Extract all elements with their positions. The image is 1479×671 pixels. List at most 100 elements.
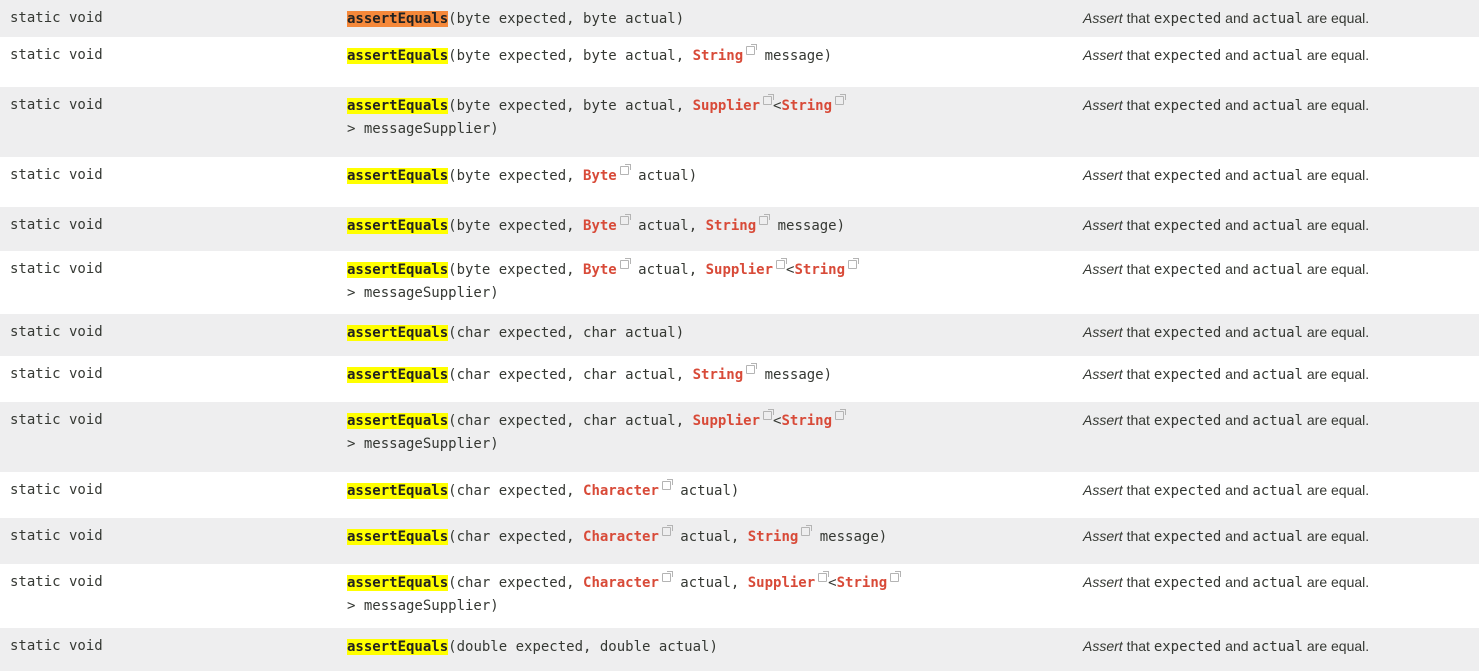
type-link-string[interactable]: String	[781, 413, 833, 429]
type-link-string[interactable]: String	[794, 262, 846, 278]
code-expected: expected	[1153, 168, 1222, 184]
type-link-string[interactable]: String	[692, 367, 744, 383]
signature-text: <	[773, 413, 782, 429]
signature-text: (byte expected,	[448, 168, 584, 184]
type-link-byte[interactable]: Byte	[583, 218, 617, 234]
method-signature: assertEquals(byte expected, byte actual,…	[347, 44, 1059, 69]
method-description: Assert that expected and actual are equa…	[1083, 323, 1473, 343]
code-actual: actual	[1252, 262, 1303, 278]
description-text: are equal.	[1302, 217, 1370, 233]
signature-text: (double expected, double actual)	[448, 639, 718, 655]
signature-text: > messageSupplier)	[347, 598, 499, 614]
method-description: Assert that expected and actual are equa…	[1083, 481, 1473, 501]
method-link-assertEquals[interactable]: assertEquals	[347, 218, 449, 234]
signature-text: actual,	[671, 575, 748, 591]
signature-text: (byte expected, byte actual,	[448, 48, 693, 64]
description-em: Assert	[1083, 97, 1123, 113]
type-link-byte[interactable]: Byte	[583, 262, 617, 278]
method-link-assertEquals[interactable]: assertEquals	[347, 575, 449, 591]
type-link-string[interactable]: String	[747, 529, 799, 545]
signature-text: > messageSupplier)	[347, 121, 499, 137]
method-signature: assertEquals(byte expected, Byte actual,…	[347, 258, 1059, 303]
code-expected: expected	[1153, 218, 1222, 234]
type-link-supplier[interactable]: Supplier	[705, 262, 774, 278]
method-link-assertEquals[interactable]: assertEquals	[347, 168, 449, 184]
method-link-assertEquals[interactable]: assertEquals	[347, 529, 449, 545]
external-link-icon	[801, 525, 813, 536]
method-description: Assert that expected and actual are equa…	[1083, 96, 1473, 116]
description-text: are equal.	[1302, 638, 1370, 654]
method-link-assertEquals[interactable]: assertEquals	[347, 98, 449, 114]
code-actual: actual	[1252, 483, 1303, 499]
method-link-assertEquals[interactable]: assertEquals	[347, 413, 449, 429]
type-link-string[interactable]: String	[705, 218, 757, 234]
method-link-assertEquals[interactable]: assertEquals	[347, 325, 449, 341]
method-signature: assertEquals(byte expected, Byte actual)	[347, 164, 1059, 189]
external-link-icon	[890, 571, 902, 582]
external-link-icon	[661, 571, 673, 582]
signature-text: (byte expected, byte actual)	[448, 11, 685, 27]
method-link-assertEquals[interactable]: assertEquals	[347, 367, 449, 383]
description-text: that	[1122, 482, 1154, 498]
type-link-supplier[interactable]: Supplier	[692, 98, 761, 114]
code-expected: expected	[1153, 639, 1222, 655]
method-link-assertEquals[interactable]: assertEquals	[347, 639, 449, 655]
description-em: Assert	[1083, 366, 1123, 382]
description-text: and	[1221, 167, 1253, 183]
external-link-icon	[661, 525, 673, 536]
signature-text: actual,	[629, 262, 706, 278]
method-signature: assertEquals(byte expected, Byte actual,…	[347, 214, 1059, 239]
type-link-character[interactable]: Character	[583, 483, 659, 499]
modifier-type: static void	[10, 217, 103, 233]
description-em: Assert	[1083, 528, 1123, 544]
description-text: that	[1122, 217, 1154, 233]
signature-text: (byte expected,	[448, 262, 584, 278]
method-link-assertEquals[interactable]: assertEquals	[347, 11, 449, 27]
signature-text: > messageSupplier)	[347, 436, 499, 452]
method-description: Assert that expected and actual are equa…	[1083, 365, 1473, 385]
signature-text: (char expected,	[448, 529, 584, 545]
modifier-type: static void	[10, 574, 103, 590]
signature-text: (char expected, char actual,	[448, 413, 693, 429]
modifier-type: static void	[10, 324, 103, 340]
method-signature: assertEquals(byte expected, byte actual,…	[347, 94, 1059, 139]
type-link-character[interactable]: Character	[583, 529, 659, 545]
description-text: are equal.	[1302, 528, 1370, 544]
signature-text: (byte expected, byte actual,	[448, 98, 693, 114]
code-actual: actual	[1252, 11, 1303, 27]
type-link-string[interactable]: String	[836, 575, 888, 591]
method-description: Assert that expected and actual are equa…	[1083, 260, 1473, 280]
method-description: Assert that expected and actual are equa…	[1083, 216, 1473, 236]
modifier-type: static void	[10, 47, 103, 63]
method-signature: assertEquals(char expected, char actual)	[347, 321, 1059, 346]
description-text: that	[1122, 574, 1154, 590]
type-link-byte[interactable]: Byte	[583, 168, 617, 184]
modifier-type: static void	[10, 97, 103, 113]
description-text: and	[1221, 324, 1253, 340]
table-row: static void assertEquals(char expected, …	[0, 314, 1479, 356]
method-link-assertEquals[interactable]: assertEquals	[347, 48, 449, 64]
code-expected: expected	[1153, 413, 1222, 429]
table-row: static void assertEquals(byte expected, …	[0, 207, 1479, 251]
description-text: and	[1221, 574, 1253, 590]
description-text: that	[1122, 324, 1154, 340]
method-link-assertEquals[interactable]: assertEquals	[347, 483, 449, 499]
type-link-supplier[interactable]: Supplier	[692, 413, 761, 429]
table-row: static void assertEquals(char expected, …	[0, 356, 1479, 402]
signature-text: actual)	[629, 168, 698, 184]
external-link-icon	[746, 363, 758, 374]
description-text: and	[1221, 261, 1253, 277]
type-link-string[interactable]: String	[781, 98, 833, 114]
method-link-assertEquals[interactable]: assertEquals	[347, 262, 449, 278]
type-link-string[interactable]: String	[692, 48, 744, 64]
description-text: and	[1221, 47, 1253, 63]
description-text: are equal.	[1302, 324, 1370, 340]
method-signature: assertEquals(char expected, Character ac…	[347, 571, 1059, 616]
table-row: static void assertEquals(char expected, …	[0, 402, 1479, 472]
modifier-type: static void	[10, 10, 103, 26]
type-link-supplier[interactable]: Supplier	[747, 575, 816, 591]
signature-text: <	[828, 575, 837, 591]
type-link-character[interactable]: Character	[583, 575, 659, 591]
signature-text: (char expected,	[448, 483, 584, 499]
method-signature: assertEquals(char expected, Character ac…	[347, 525, 1059, 550]
